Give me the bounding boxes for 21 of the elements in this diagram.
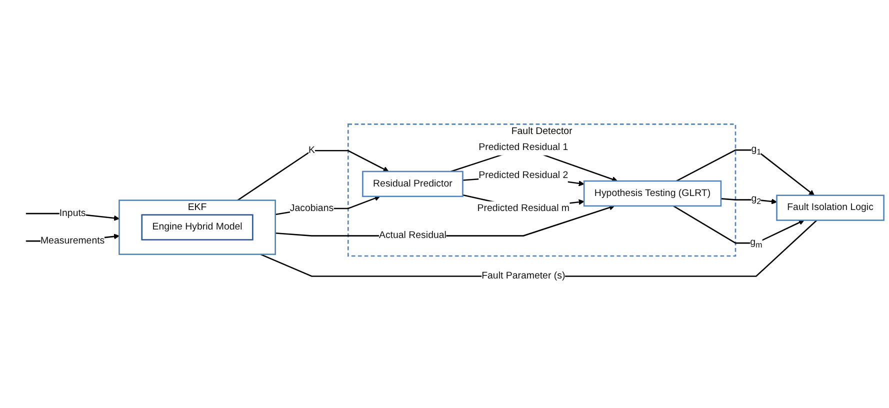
edge-label: g$_{m}$ xyxy=(750,236,762,250)
edge-label: Fault Parameter (s) xyxy=(482,270,566,282)
edge-label: Jacobians xyxy=(290,202,334,214)
node-box: Hypothesis Testing (GLRT) xyxy=(583,180,722,207)
arrow xyxy=(676,150,815,196)
node-box: Residual Predictor xyxy=(362,171,464,198)
edge-label: Actual Residual xyxy=(378,230,446,241)
edge-label: Predicted Residual m xyxy=(477,202,570,214)
node-box: Fault Isolation Logic xyxy=(776,194,884,222)
edge-label: g$_{2}$ xyxy=(751,193,762,206)
arrow xyxy=(237,150,389,201)
edge-label: Predicted Residual 1 xyxy=(478,142,568,153)
edge-label: K xyxy=(308,144,315,156)
arrow xyxy=(720,198,778,204)
connector xyxy=(260,220,818,278)
edge-label: Measurements xyxy=(40,235,105,246)
edge-label: Inputs xyxy=(59,208,86,219)
edge-label: Predicted Residual 2 xyxy=(478,170,568,181)
edge-label: g$_{1}$ xyxy=(751,144,762,156)
arrow xyxy=(673,206,804,244)
node-box: Engine Hybrid Model xyxy=(141,214,254,241)
